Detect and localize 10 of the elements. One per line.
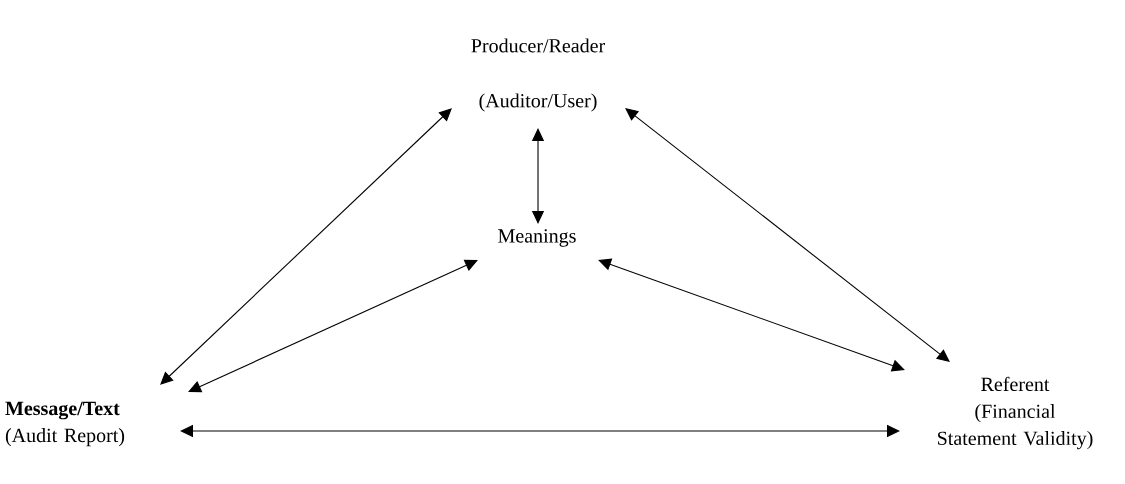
double-arrow [598,258,905,372]
double-arrow [160,108,452,385]
double-arrow [625,108,950,362]
text-label: Meanings [498,229,576,247]
double-arrow [188,259,478,393]
double-arrow [531,128,545,224]
text-label: Referent (Financial Statement Validity) [938,376,1093,450]
text-label: Message/Text (Audit Report) [5,401,125,447]
double-arrow [180,424,900,438]
text-label: Producer/Reader (Auditor/User) [471,38,606,112]
